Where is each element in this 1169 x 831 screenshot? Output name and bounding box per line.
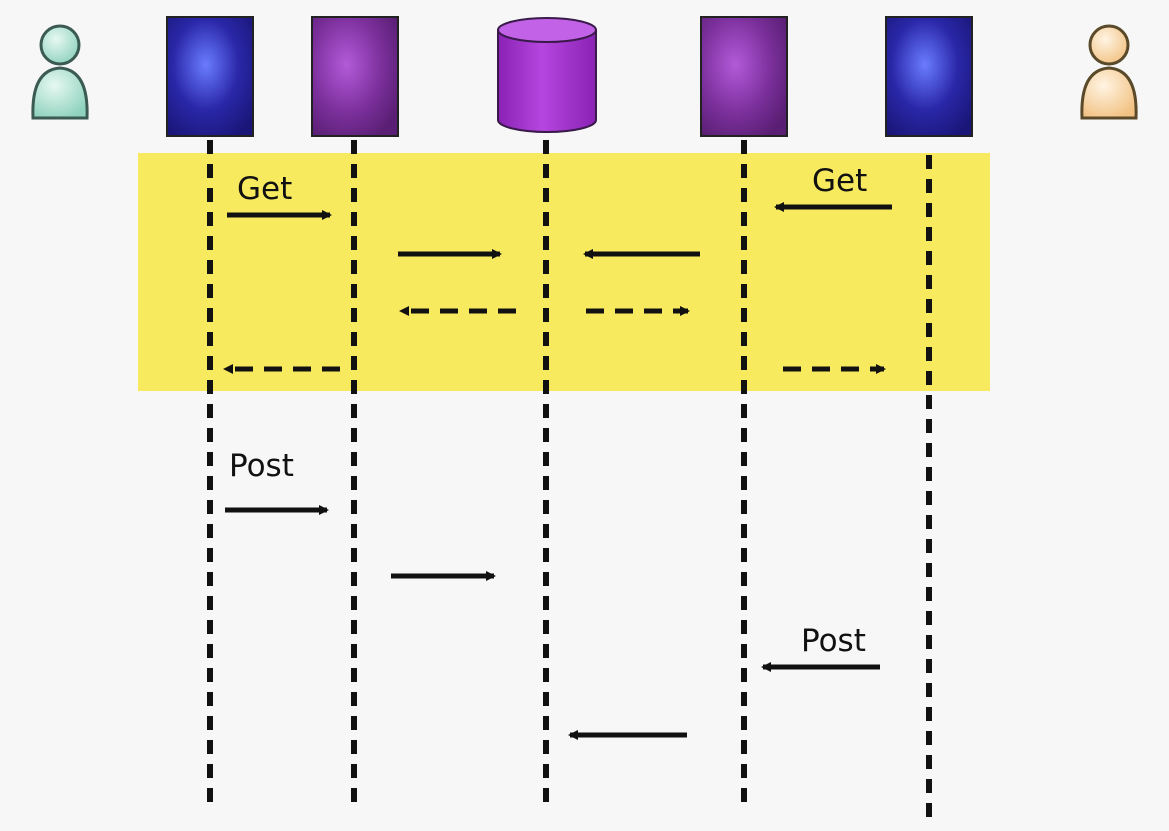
database-cylinder-icon bbox=[497, 17, 597, 133]
blue-box-icon bbox=[166, 16, 254, 137]
post-label: Post bbox=[229, 448, 294, 484]
get-label: Get bbox=[812, 163, 867, 199]
get-label: Get bbox=[237, 171, 292, 207]
blue-box-icon bbox=[885, 16, 973, 137]
highlight-region bbox=[138, 153, 990, 391]
purple-box-icon bbox=[700, 16, 788, 137]
person-icon bbox=[31, 24, 89, 120]
person-icon bbox=[1080, 24, 1138, 120]
purple-box-icon bbox=[311, 16, 399, 137]
post-label: Post bbox=[801, 623, 866, 659]
